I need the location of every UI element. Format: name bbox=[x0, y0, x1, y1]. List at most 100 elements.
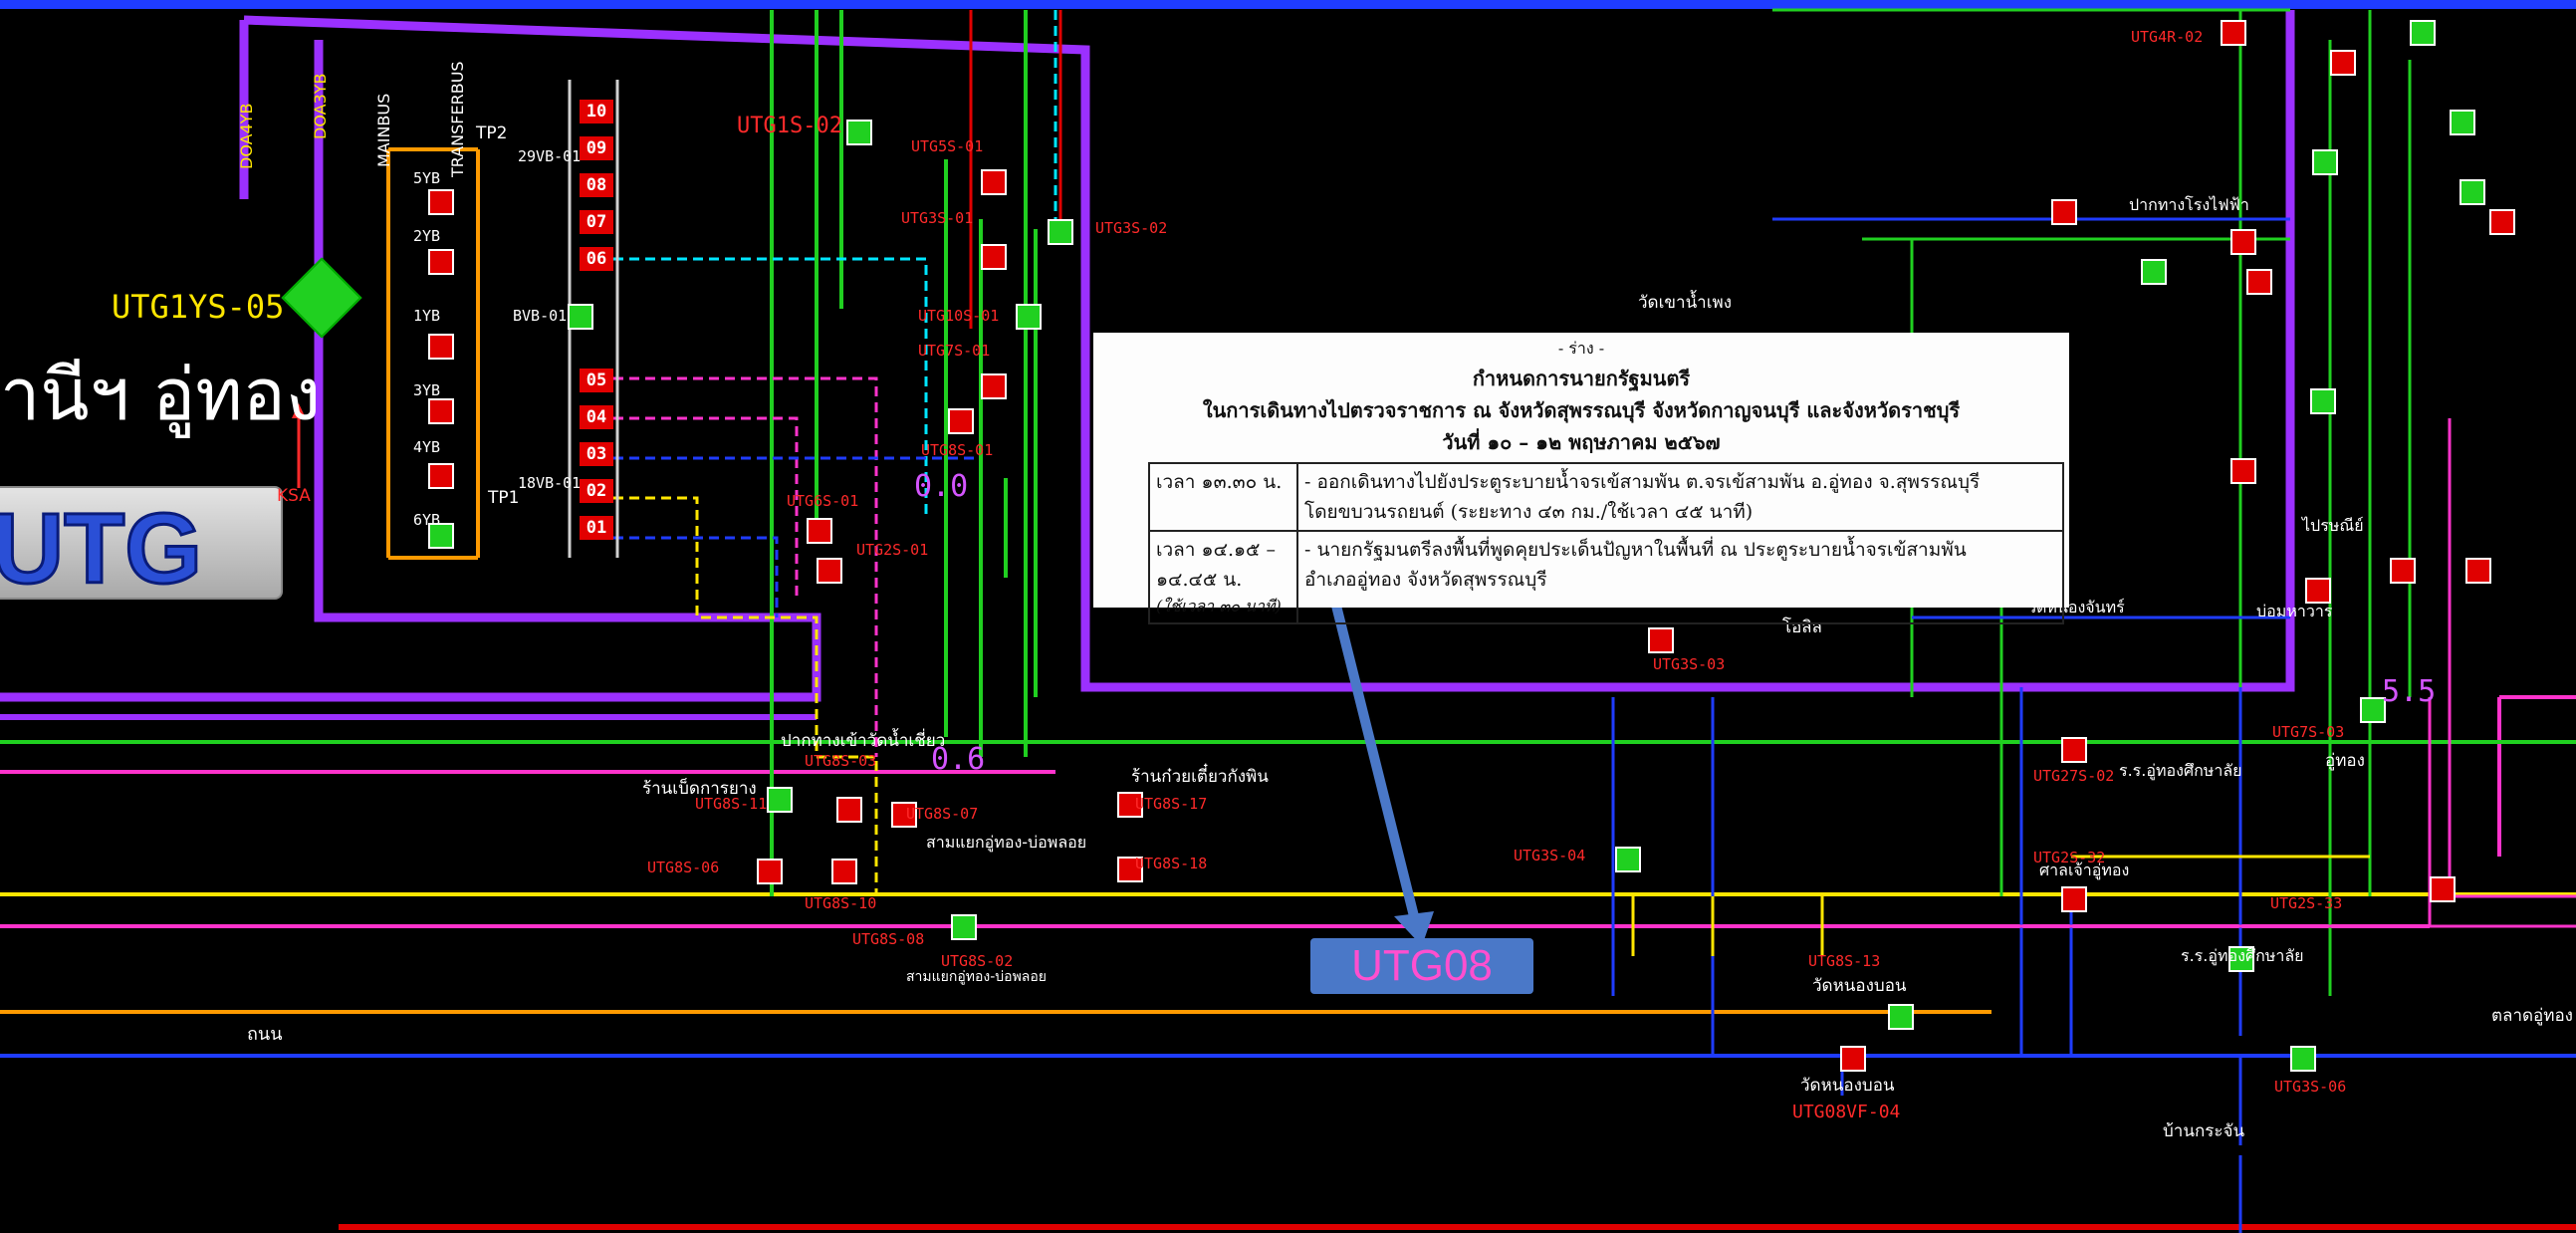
place-label: วัดหนองบอน bbox=[1800, 1076, 1895, 1096]
switch-label[interactable]: UTG3S-02 bbox=[1095, 219, 1168, 237]
switch-symbol[interactable] bbox=[1648, 627, 1674, 653]
switch-symbol[interactable] bbox=[817, 558, 842, 584]
switch-symbol[interactable] bbox=[2360, 697, 2386, 723]
switch-symbol[interactable] bbox=[807, 518, 832, 544]
bus-number[interactable]: 07 bbox=[580, 210, 613, 234]
switch-symbol[interactable] bbox=[2459, 179, 2485, 205]
switch-symbol[interactable] bbox=[428, 523, 454, 549]
switch-label[interactable]: UTG8S-06 bbox=[647, 859, 720, 876]
bus-number[interactable]: 04 bbox=[580, 405, 613, 429]
switch-symbol[interactable] bbox=[951, 914, 977, 940]
switch-label[interactable]: UTG6S-01 bbox=[787, 492, 859, 510]
switch-symbol[interactable] bbox=[428, 334, 454, 360]
bus-number[interactable]: 03 bbox=[580, 442, 613, 466]
switch-symbol[interactable] bbox=[1016, 304, 1042, 330]
bus-number[interactable]: 02 bbox=[580, 479, 613, 503]
bus-number[interactable]: 10 bbox=[580, 100, 613, 123]
switch-symbol[interactable] bbox=[1048, 219, 1073, 245]
detail-line: - ออกเดินทางไปยังประตูระบายน้ำจรเข้สามพั… bbox=[1304, 471, 1981, 493]
switch-label[interactable]: UTG5S-01 bbox=[911, 137, 984, 155]
switch-label[interactable]: UTG4R-02 bbox=[2131, 28, 2204, 46]
switch-symbol[interactable] bbox=[1888, 1004, 1914, 1030]
switch-symbol[interactable] bbox=[2430, 876, 2456, 902]
switch-label[interactable]: UTG8S-02 bbox=[941, 952, 1014, 970]
detail-line: โดยขบวนรถยนต์ (ระยะทาง ๔๓ กม./ใช้เวลา ๔๕… bbox=[1304, 501, 1754, 523]
switch-symbol[interactable] bbox=[2390, 558, 2416, 584]
schedule-document: - ร่าง - กำหนดการนายกรัฐมนตรี ในการเดินท… bbox=[1093, 333, 2069, 624]
switch-symbol[interactable] bbox=[428, 249, 454, 275]
switch-label[interactable]: UTG8S-17 bbox=[1135, 795, 1208, 813]
switch-label[interactable]: UTG1S-02 bbox=[737, 114, 842, 138]
switch-symbol[interactable] bbox=[2489, 209, 2515, 235]
switch-symbol[interactable] bbox=[846, 120, 872, 145]
switch-label[interactable]: UTG7S-03 bbox=[2272, 723, 2345, 741]
switch-symbol[interactable] bbox=[2061, 737, 2087, 763]
switch-symbol[interactable] bbox=[2465, 558, 2491, 584]
switch-symbol[interactable] bbox=[2061, 886, 2087, 912]
switch-symbol[interactable] bbox=[428, 189, 454, 215]
switch-label[interactable]: UTG10S-01 bbox=[918, 307, 1000, 325]
switch-label[interactable]: UTG8S-01 bbox=[921, 441, 994, 459]
switch-label[interactable]: UTG8S-11 bbox=[695, 795, 768, 813]
callout-label[interactable]: UTG08 bbox=[1310, 938, 1533, 994]
switch-label[interactable]: UTG3S-06 bbox=[2274, 1078, 2347, 1096]
bus-number[interactable]: 09 bbox=[580, 136, 613, 160]
switch-symbol[interactable] bbox=[2312, 149, 2338, 175]
switch-symbol[interactable] bbox=[981, 169, 1007, 195]
switch-symbol[interactable] bbox=[2230, 458, 2256, 484]
switch-symbol[interactable] bbox=[2330, 50, 2356, 76]
switch-symbol[interactable] bbox=[568, 304, 593, 330]
switch-symbol[interactable] bbox=[891, 802, 917, 828]
switch-symbol[interactable] bbox=[2228, 946, 2254, 972]
switch-symbol[interactable] bbox=[2290, 1046, 2316, 1072]
switch-symbol[interactable] bbox=[428, 398, 454, 424]
switch-label[interactable]: UTG3S-01 bbox=[901, 209, 974, 227]
bay-label-4yb: 4YB bbox=[413, 438, 441, 456]
switch-symbol[interactable] bbox=[831, 859, 857, 884]
18vb-label: 18VB-01 bbox=[518, 474, 582, 492]
switch-label[interactable]: UTG7S-01 bbox=[918, 342, 991, 360]
switch-symbol[interactable] bbox=[2310, 388, 2336, 414]
switch-symbol[interactable] bbox=[428, 463, 454, 489]
switch-symbol[interactable] bbox=[2246, 269, 2272, 295]
switch-label[interactable]: UTG27S-02 bbox=[2033, 767, 2115, 785]
switch-label[interactable]: UTG8S-10 bbox=[805, 894, 877, 912]
bus-number[interactable]: 05 bbox=[580, 369, 613, 392]
switch-symbol[interactable] bbox=[2230, 229, 2256, 255]
switch-label[interactable]: UTG8S-18 bbox=[1135, 855, 1208, 872]
switch-symbol[interactable] bbox=[1615, 847, 1641, 872]
switch-label[interactable]: UTG8S-13 bbox=[1808, 952, 1881, 970]
place-label: ร้านก๋วยเตี๋ยวกังพิน bbox=[1131, 767, 1269, 787]
switch-label[interactable]: UTG3S-03 bbox=[1653, 655, 1726, 673]
switch-symbol[interactable] bbox=[2305, 578, 2331, 604]
switch-label[interactable]: UTG2S-33 bbox=[2270, 894, 2343, 912]
switch-symbol[interactable] bbox=[2051, 199, 2077, 225]
time-cell: เวลา ๑๔.๑๕ – ๑๔.๔๕ น. (ใช้เวลา ๓๐ นาที) bbox=[1148, 530, 1298, 624]
switch-symbol[interactable] bbox=[2141, 259, 2167, 285]
switch-label[interactable]: UTG8S-07 bbox=[906, 805, 979, 823]
switch-label[interactable]: UTG2S-01 bbox=[856, 541, 929, 559]
switch-symbol[interactable] bbox=[757, 859, 783, 884]
bus-number[interactable]: 01 bbox=[580, 516, 613, 540]
switch-symbol[interactable] bbox=[2450, 110, 2475, 135]
bus-number[interactable]: 08 bbox=[580, 173, 613, 197]
switch-symbol[interactable] bbox=[981, 244, 1007, 270]
switch-symbol[interactable] bbox=[948, 408, 974, 434]
switch-symbol[interactable] bbox=[2221, 20, 2246, 46]
switch-label[interactable]: UTG8S-08 bbox=[852, 930, 925, 948]
bus-number[interactable]: 06 bbox=[580, 247, 613, 271]
switch-symbol[interactable] bbox=[1840, 1046, 1866, 1072]
switch-symbol[interactable] bbox=[1117, 792, 1143, 818]
switch-symbol[interactable] bbox=[767, 787, 793, 813]
switch-symbol[interactable] bbox=[981, 373, 1007, 399]
station-code-badge[interactable]: UTG bbox=[0, 486, 283, 607]
switch-symbol[interactable] bbox=[836, 797, 862, 823]
switch-label[interactable]: UTG8S-03 bbox=[805, 752, 877, 770]
switch-symbol[interactable] bbox=[1117, 857, 1143, 882]
feeder-label[interactable]: UTG1YS-05 bbox=[112, 288, 285, 326]
switch-label[interactable]: UTG3S-04 bbox=[1514, 847, 1586, 864]
switch-label[interactable]: UTG08VF-04 bbox=[1792, 1102, 1901, 1122]
doc-date: วันที่ ๑๐ – ๑๒ พฤษภาคม ๒๕๖๗ bbox=[1442, 430, 1721, 454]
switch-symbol[interactable] bbox=[2410, 20, 2436, 46]
switch-label[interactable]: UTG2S-32 bbox=[2033, 849, 2106, 866]
